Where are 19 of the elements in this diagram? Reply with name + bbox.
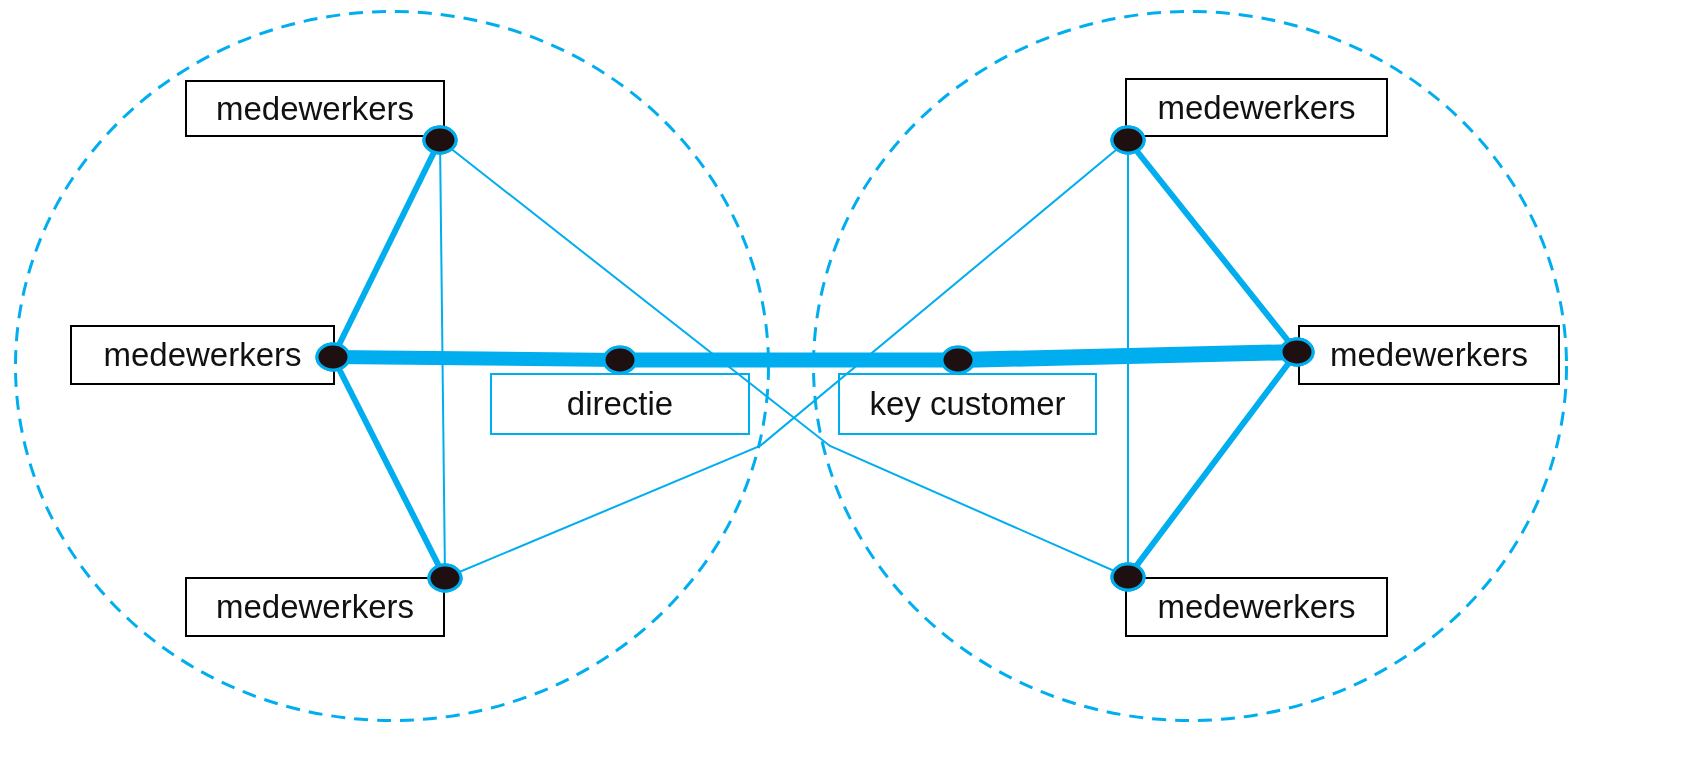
box-label: key customer <box>869 385 1066 423</box>
dashed-circle <box>812 10 1568 722</box>
box-label: medewerkers <box>1329 336 1529 374</box>
label-box <box>185 80 445 137</box>
box-label: medewerkers <box>1157 588 1356 626</box>
label-box <box>1298 325 1560 385</box>
box-label: medewerkers <box>215 588 415 626</box>
label-box <box>70 325 335 385</box>
label-box <box>1125 78 1388 137</box>
box-label: directie <box>566 385 674 423</box>
label-box <box>838 373 1097 435</box>
box-label: medewerkers <box>103 336 302 374</box>
box-label: medewerkers <box>215 89 415 128</box>
label-box <box>185 577 445 637</box>
label-box <box>490 373 750 435</box>
connector-line <box>1110 125 1146 592</box>
box-label: medewerkers <box>1157 88 1356 127</box>
label-box <box>1125 577 1388 637</box>
dashed-circle <box>14 10 770 722</box>
